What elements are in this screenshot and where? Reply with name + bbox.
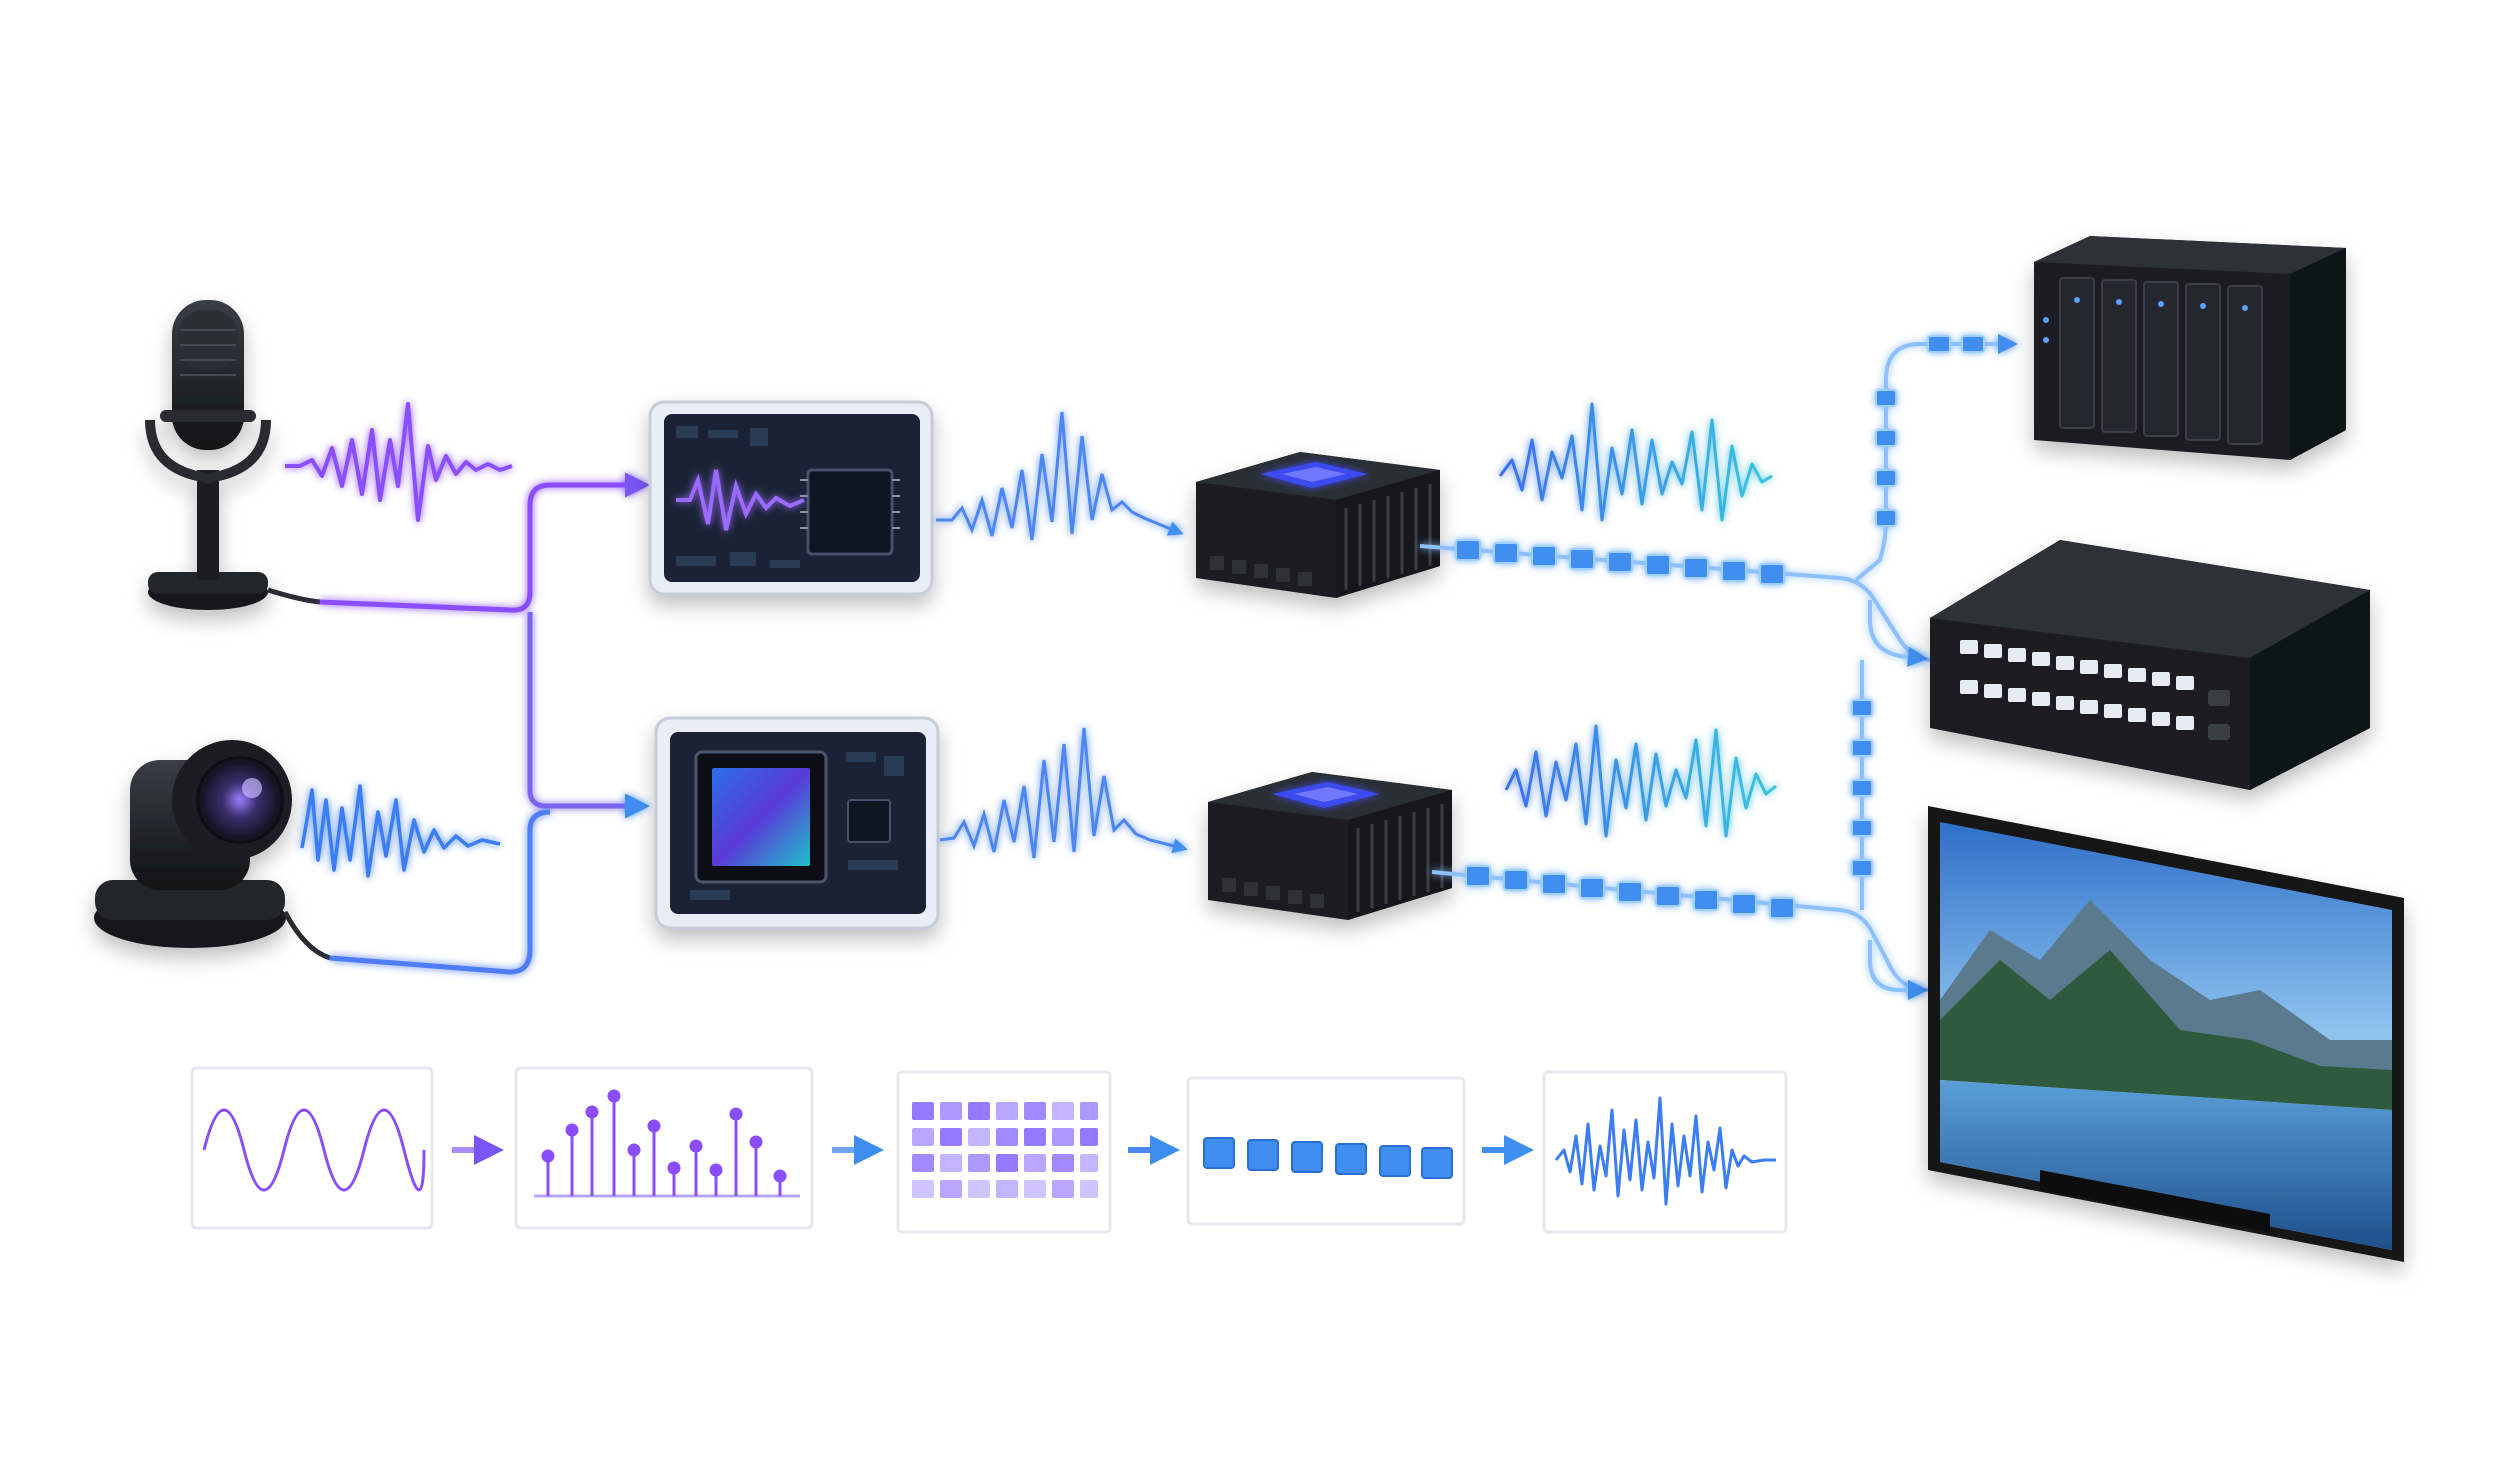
monitor-icon	[1928, 806, 2404, 1262]
camera-cable	[282, 910, 331, 961]
packet-stream-top	[1419, 539, 1931, 662]
encoded-waveform-bottom	[1504, 724, 1777, 838]
switch-icon	[1930, 540, 2370, 790]
sampled-signal-top	[936, 411, 1184, 541]
distribution-lines	[1851, 334, 2018, 1000]
encoder-bottom	[1208, 772, 1452, 920]
video-waveform-icon	[300, 784, 501, 878]
encoded-waveform-top	[1498, 402, 1773, 522]
sampled-signal-bottom	[939, 727, 1188, 859]
microphone-icon	[145, 300, 271, 610]
audio-waveform-icon	[285, 402, 513, 522]
microphone-cable	[267, 587, 321, 605]
pipeline-stage-packets	[1186, 1076, 1466, 1226]
nas-icon	[2034, 236, 2346, 460]
pipeline-stage-sampling	[514, 1066, 814, 1230]
ptz-camera-icon	[94, 740, 292, 948]
encoder-top	[1196, 452, 1440, 598]
packet-stream-bottom	[1431, 865, 1929, 992]
source-routing-lines	[319, 472, 650, 975]
pipeline-stage-reconstructed-signal	[1542, 1070, 1788, 1234]
pipeline-stage-quantization-grid	[896, 1070, 1112, 1234]
image-sensor-board	[654, 716, 940, 930]
audio-interface-board	[648, 400, 934, 596]
pipeline-stage-analog-wave	[190, 1066, 434, 1230]
